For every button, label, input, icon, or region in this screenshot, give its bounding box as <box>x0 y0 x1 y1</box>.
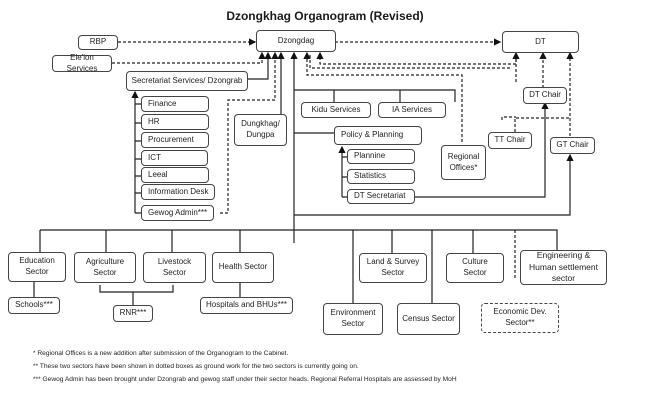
node-schools[interactable]: Schools*** <box>8 297 60 314</box>
node-ia-services[interactable]: IA Services <box>378 102 446 118</box>
node-statistics[interactable]: Statistics <box>347 169 415 184</box>
node-culture-sector[interactable]: Culture Sector <box>446 253 504 283</box>
node-gt-chair[interactable]: GT Chair <box>550 137 595 154</box>
node-regional-offices[interactable]: Regional Offices* <box>441 145 486 180</box>
node-election-services[interactable]: Ele'ion Services <box>52 53 112 73</box>
node-dt-secretariat[interactable]: DT Secretariat <box>347 189 415 204</box>
node-dzongdag[interactable]: Dzongdag <box>256 30 336 52</box>
node-information-desk[interactable]: Information Desk <box>141 184 215 200</box>
node-finance[interactable]: Finance <box>141 96 209 112</box>
footnotes: * Regional Offices is a new addition aft… <box>33 350 457 389</box>
node-planning[interactable]: Plannine <box>347 149 415 164</box>
node-health-sector[interactable]: Health Sector <box>212 252 274 283</box>
node-education-sector[interactable]: Education Sector <box>8 252 66 282</box>
node-gewog-admin[interactable]: Gewog Admin*** <box>141 205 214 221</box>
node-policy-planning[interactable]: Policy & Planning <box>334 126 422 145</box>
node-economic-dev-sector[interactable]: Economic Dev. Sector** <box>481 303 559 333</box>
node-census-sector[interactable]: Census Sector <box>397 303 460 335</box>
node-tt-chair[interactable]: TT Chair <box>488 132 532 149</box>
node-engineering-sector[interactable]: Engineering & Human settlement sector <box>520 250 607 285</box>
node-dt-chair[interactable]: DT Chair <box>523 87 567 104</box>
node-procurement[interactable]: Procurement <box>141 132 209 148</box>
footnote-3: *** Gewog Admin has been brought under D… <box>33 376 457 383</box>
footnote-1: * Regional Offices is a new addition aft… <box>33 350 289 357</box>
node-environment-sector[interactable]: Environment Sector <box>323 303 383 335</box>
node-secretariat-services[interactable]: Secretariat Services/ Dzongrab <box>126 71 248 91</box>
node-agriculture-sector[interactable]: Agriculture Sector <box>74 252 136 283</box>
node-hr[interactable]: HR <box>141 114 209 130</box>
node-legal[interactable]: Leeal <box>141 167 209 183</box>
node-rbp[interactable]: RBP <box>78 35 118 50</box>
footnote-2: ** These two sectors have been shown in … <box>33 363 359 370</box>
node-ict[interactable]: ICT <box>141 150 208 166</box>
node-dt[interactable]: DT <box>502 31 579 53</box>
node-land-survey-sector[interactable]: Land & Survey Sector <box>359 253 427 283</box>
node-dungkhag[interactable]: Dungkhag/ Dungpa <box>234 114 287 146</box>
diagram-title: Dzongkhag Organogram (Revised) <box>226 9 424 23</box>
node-livestock-sector[interactable]: Livestock Sector <box>143 252 206 283</box>
node-kidu-services[interactable]: Kidu Services <box>301 102 371 118</box>
node-hospitals-bhus[interactable]: Hospitals and BHUs*** <box>200 297 293 314</box>
node-rnr[interactable]: RNR*** <box>113 305 153 322</box>
